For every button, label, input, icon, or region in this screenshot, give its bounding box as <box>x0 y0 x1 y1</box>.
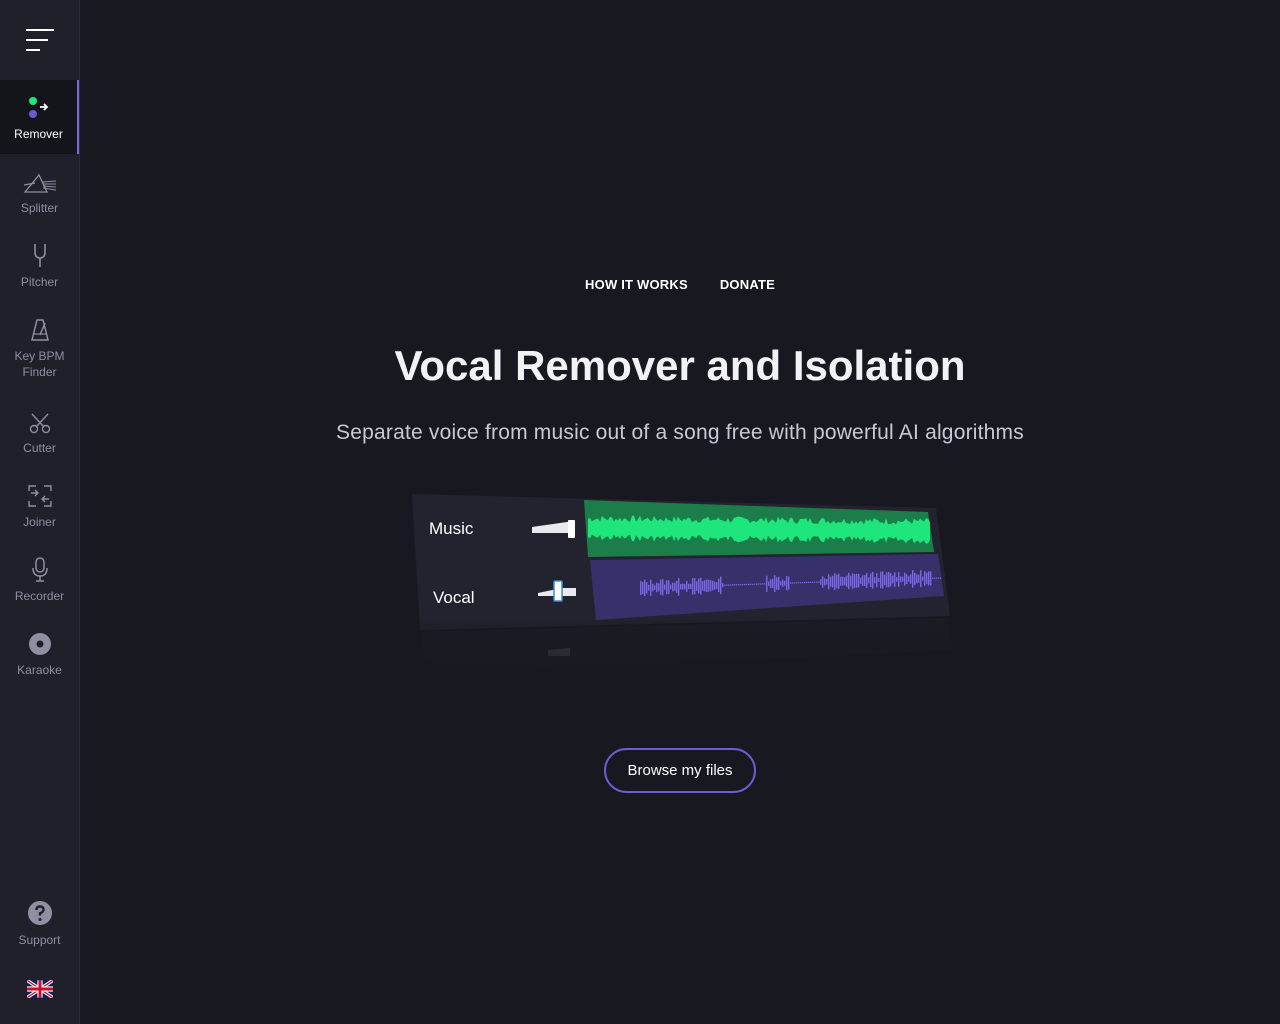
disc-icon <box>28 633 51 655</box>
join-icon <box>27 485 52 507</box>
page-title: Vocal Remover and Isolation <box>394 342 966 389</box>
hamburger-icon <box>25 29 54 51</box>
top-nav: HOW IT WORKS DONATE <box>0 277 1280 292</box>
sidebar-item-cutter[interactable]: Cutter <box>0 408 79 456</box>
microphone-icon <box>31 557 48 582</box>
sidebar-item-label: Pitcher <box>20 275 59 289</box>
metronome-icon <box>30 319 49 341</box>
sidebar-item-splitter[interactable]: Splitter <box>0 168 79 216</box>
vocal-waveform <box>640 570 942 597</box>
remover-icon <box>28 97 48 118</box>
sidebar-item-label: Cutter <box>23 441 56 455</box>
menu-button[interactable] <box>0 0 79 80</box>
music-waveform <box>588 515 930 544</box>
sidebar-item-label: Recorder <box>14 589 65 603</box>
browse-files-button[interactable]: Browse my files <box>604 748 756 793</box>
sidebar-item-label: Joiner <box>23 515 56 529</box>
sidebar-item-joiner[interactable]: Joiner <box>0 482 79 530</box>
sidebar-item-karaoke[interactable]: Karaoke <box>0 630 79 678</box>
mixer-illustration: Music Vocal <box>408 494 958 690</box>
sidebar-item-recorder[interactable]: Recorder <box>0 556 79 604</box>
music-fader <box>568 520 575 538</box>
language-selector[interactable] <box>0 980 79 998</box>
how-it-works-link[interactable]: HOW IT WORKS <box>585 277 688 292</box>
sidebar: Remover Splitter Pitcher <box>0 0 80 1024</box>
sidebar-item-label: Key BPM Finder <box>14 349 65 379</box>
scissors-icon <box>29 413 50 434</box>
vocal-track-label: Vocal <box>433 588 475 607</box>
tuning-fork-icon <box>33 244 46 267</box>
sidebar-item-label: Splitter <box>20 201 59 215</box>
sidebar-item-label: Karaoke <box>17 663 62 677</box>
uk-flag-icon <box>26 980 53 998</box>
help-icon <box>27 901 52 925</box>
page-subtitle: Separate voice from music out of a song … <box>336 421 1024 444</box>
music-track-label: Music <box>429 519 474 538</box>
vocal-fader <box>553 580 563 602</box>
sidebar-item-key-bpm[interactable]: Key BPM Finder <box>0 316 79 380</box>
sidebar-item-label: Support <box>18 933 61 947</box>
prism-icon <box>23 173 56 193</box>
sidebar-item-remover[interactable]: Remover <box>0 80 79 154</box>
sidebar-item-pitcher[interactable]: Pitcher <box>0 242 79 290</box>
sidebar-item-support[interactable]: Support <box>0 900 79 948</box>
sidebar-item-label: Remover <box>14 127 63 141</box>
donate-link[interactable]: DONATE <box>719 277 775 292</box>
